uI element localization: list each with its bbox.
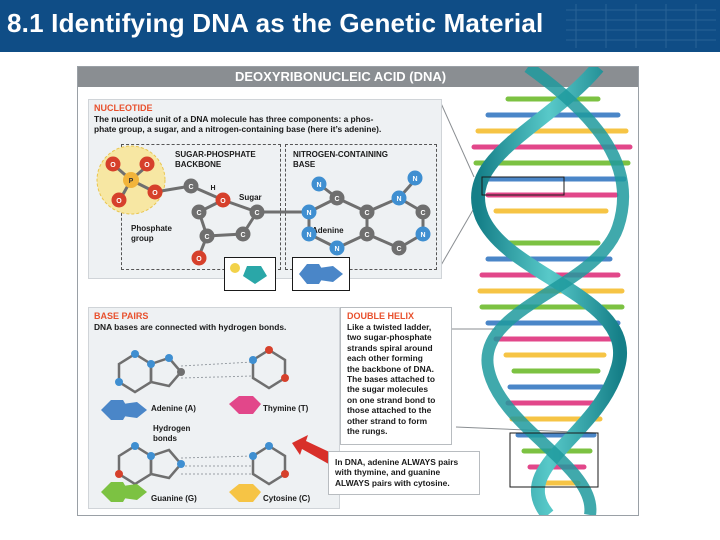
adenine-icon-box xyxy=(292,257,350,291)
atom-h: H xyxy=(210,185,215,192)
hydrogen-bond-lines xyxy=(180,361,254,475)
phosphate-label-line: group xyxy=(131,234,154,243)
helix-zoom-box xyxy=(481,176,565,196)
atom-n: N xyxy=(420,232,425,239)
pairing-rule-note: In DNA, adenine ALWAYS pairs with thymin… xyxy=(328,451,480,495)
page-title: 8.1 Identifying DNA as the Genetic Mater… xyxy=(7,8,544,38)
double-helix-line: other strand to form xyxy=(347,415,428,426)
double-helix-description: Like a twisted ladder, two sugar-phospha… xyxy=(347,322,435,436)
helix-zoom-box-lower xyxy=(509,432,599,488)
double-helix-line: two sugar-phosphate xyxy=(347,332,432,343)
double-helix-illustration xyxy=(439,67,633,515)
adenine-pair-label: Adenine (A) xyxy=(151,404,196,413)
phosphate-label-line: Phosphate xyxy=(131,224,172,233)
guanine-base-icon xyxy=(101,482,147,502)
double-helix-callout: DOUBLE HELIX Like a twisted ladder, two … xyxy=(340,307,452,445)
sugar-phosphate-icon xyxy=(230,263,267,284)
sugar-phosphate-icon-box xyxy=(224,257,276,291)
base-pair-structures xyxy=(101,346,289,502)
double-helix-line: Like a twisted ladder, xyxy=(347,322,432,332)
atom-o: O xyxy=(196,256,202,263)
atom-o: O xyxy=(116,198,122,205)
double-helix-line: those attached to the xyxy=(347,405,432,416)
figure-title: DEOXYRIBONUCLEIC ACID (DNA) xyxy=(235,69,447,84)
figure-header: DEOXYRIBONUCLEIC ACID (DNA) xyxy=(78,67,638,87)
atom-c: C xyxy=(204,234,209,241)
hydrogen-bonds-label: Hydrogen bonds xyxy=(153,424,190,444)
adenine-structure-label: Adenine xyxy=(312,226,344,235)
helix-strand-front xyxy=(471,67,628,515)
atom-c: C xyxy=(420,210,425,217)
callout-connectors xyxy=(439,100,599,434)
double-helix-line: each other forming xyxy=(347,353,423,364)
pairing-rule-text: In DNA, adenine ALWAYS pairs with thymin… xyxy=(335,457,458,488)
backbone-label: SUGAR-PHOSPHATE BACKBONE xyxy=(175,150,256,170)
watermark-graphic xyxy=(566,4,716,48)
nucleotide-molecule: P O O O O C O C C C C O N C C C N N N C xyxy=(96,145,431,266)
double-helix-line: the sugar molecules xyxy=(347,384,428,395)
base-label-line: BASE xyxy=(293,160,316,169)
atom-o: O xyxy=(220,198,226,205)
pairing-rule-line: ALWAYS pairs with cytosine. xyxy=(335,477,450,488)
atom-c: C xyxy=(240,232,245,239)
nucleotide-description: The nucleotide unit of a DNA molecule ha… xyxy=(94,114,381,135)
atom-n: N xyxy=(306,210,311,217)
atom-n: N xyxy=(316,182,321,189)
hydrogen-bonds-label-line: bonds xyxy=(153,434,177,443)
pair-atoms xyxy=(115,346,289,478)
nucleotide-heading: NUCLEOTIDE xyxy=(94,103,153,113)
double-helix-line: The bases attached to xyxy=(347,374,435,385)
atom-c: C xyxy=(364,210,369,217)
atom-o: O xyxy=(110,162,116,169)
double-helix-line: strands spiral around xyxy=(347,342,433,353)
double-helix-line: the backbone of DNA. xyxy=(347,363,435,374)
atom-n: N xyxy=(396,196,401,203)
backbone-label-line: BACKBONE xyxy=(175,160,222,169)
helix-strand-back xyxy=(481,67,630,515)
base-label-line: NITROGEN-CONTAINING xyxy=(293,150,388,159)
base-pairs-panel: BASE PAIRS DNA bases are connected with … xyxy=(88,307,340,509)
atom-c: C xyxy=(188,184,193,191)
double-helix-line: on one strand bond to xyxy=(347,394,436,405)
atom-c: C xyxy=(334,196,339,203)
dna-figure: DEOXYRIBONUCLEIC ACID (DNA) xyxy=(77,66,639,516)
atom-o: O xyxy=(144,162,150,169)
sugar-label: Sugar xyxy=(239,193,262,202)
atoms xyxy=(105,156,431,266)
atom-n: N xyxy=(412,176,417,183)
atom-letters: P O O O O C O C C C C O N C C C N N N C xyxy=(110,162,425,263)
pairing-rule-line: In DNA, adenine ALWAYS pairs xyxy=(335,457,459,467)
nucleotide-panel: NUCLEOTIDE The nucleotide unit of a DNA … xyxy=(88,99,442,279)
atom-n: N xyxy=(306,232,311,239)
nucleotide-description-line: The nucleotide unit of a DNA molecule ha… xyxy=(94,114,374,124)
atom-c: C xyxy=(364,232,369,239)
atom-c: C xyxy=(396,246,401,253)
base-pairs-heading: BASE PAIRS xyxy=(94,311,149,321)
backbone-label-line: SUGAR-PHOSPHATE xyxy=(175,150,256,159)
thymine-pair-label: Thymine (T) xyxy=(263,404,309,413)
title-bar: 8.1 Identifying DNA as the Genetic Mater… xyxy=(0,0,720,52)
double-helix-heading: DOUBLE HELIX xyxy=(347,311,415,321)
pairing-rule-line: with thymine, and guanine xyxy=(335,467,441,478)
cytosine-pair-label: Cytosine (C) xyxy=(263,494,311,503)
atom-n: N xyxy=(334,246,339,253)
base-pairs-description: DNA bases are connected with hydrogen bo… xyxy=(94,322,287,332)
hydrogen-bonds-label-line: Hydrogen xyxy=(153,424,191,433)
atom-c: C xyxy=(196,210,201,217)
thymine-base-icon xyxy=(229,396,261,414)
atom-o: O xyxy=(152,190,158,197)
guanine-pair-label: Guanine (G) xyxy=(151,494,197,503)
adenine-base-icon xyxy=(101,400,147,420)
adenine-icon xyxy=(299,264,343,284)
nucleotide-description-line: phate group, a sugar, and a nitrogen-con… xyxy=(94,124,382,135)
double-helix-line: the rungs. xyxy=(347,426,388,437)
phosphate-label: Phosphate group xyxy=(131,224,172,244)
base-dashed-box xyxy=(285,144,437,270)
base-label: NITROGEN-CONTAINING BASE xyxy=(293,150,388,170)
atom-p: P xyxy=(129,178,134,185)
cytosine-base-icon xyxy=(229,484,261,502)
pair-bond-lines xyxy=(117,348,287,486)
atom-c: C xyxy=(254,210,259,217)
